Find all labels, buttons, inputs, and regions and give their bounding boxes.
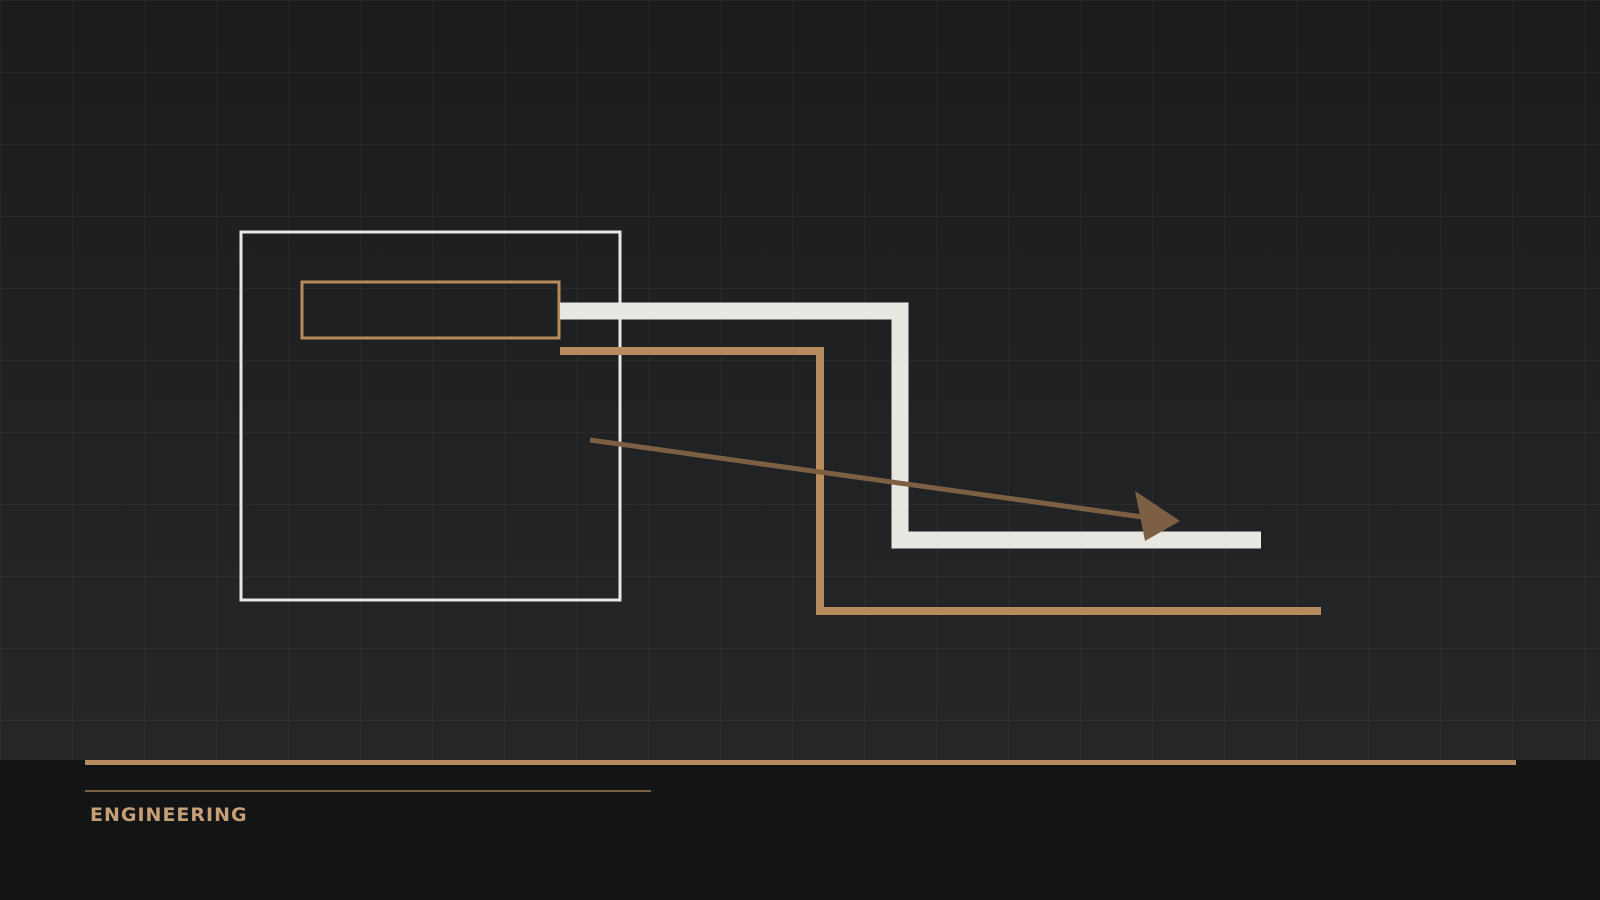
diagram-canvas: [0, 0, 1600, 760]
background-grid: [0, 0, 1600, 760]
footer: ENGINEERING: [0, 760, 1600, 900]
inner-copper-slot: [300, 280, 561, 340]
footer-accent-rule: [85, 760, 1516, 765]
outer-frame: [239, 230, 622, 602]
copper-stepped-connector: [560, 347, 1321, 615]
diagonal-arrow-shaft: [589, 437, 1151, 521]
engineering-diagram: [239, 230, 1321, 615]
diagonal-arrow-head: [1135, 491, 1180, 541]
white-stepped-connector: [560, 302, 1261, 549]
footer-sub-rule: [85, 790, 651, 792]
footer-label: ENGINEERING: [90, 804, 248, 826]
